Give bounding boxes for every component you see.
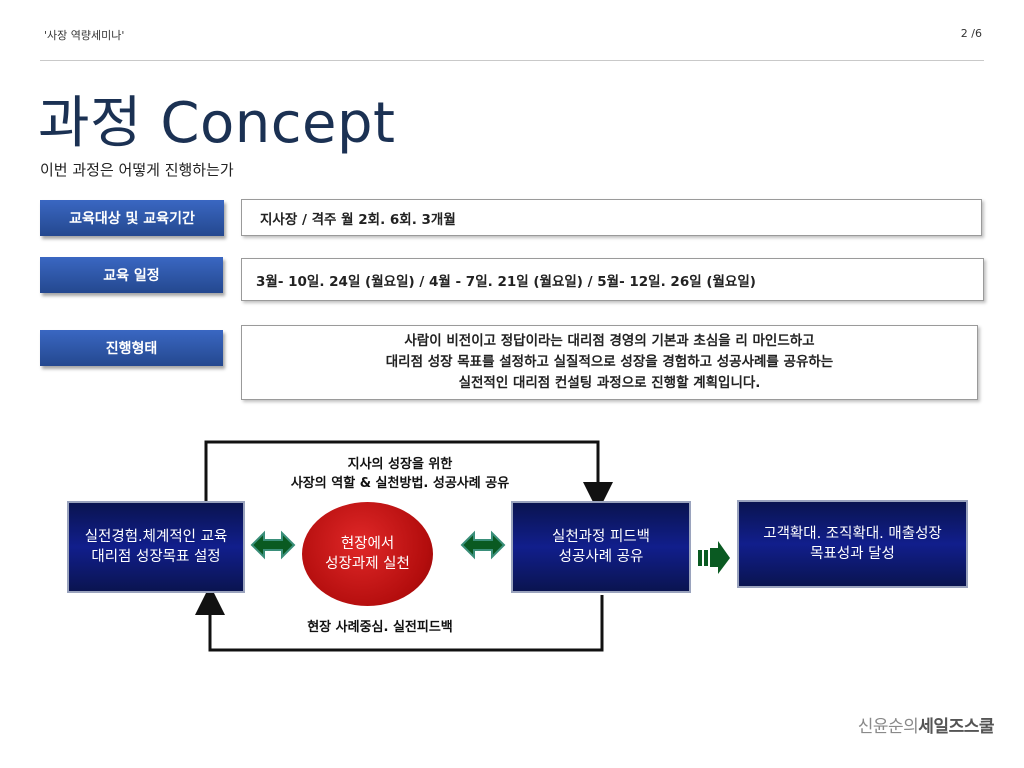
- header-divider: [40, 60, 984, 61]
- double-arrow-left-icon: [250, 530, 296, 560]
- footer-logo-name: 신윤순의: [857, 717, 919, 737]
- header-seminar-name: '사장 역량세미나': [44, 29, 125, 42]
- loop-top-line-1: 지사의 성장을 위한: [347, 457, 453, 472]
- format-line-1: 사람이 비전이고 정답이라는 대리점 경영의 기본과 초심을 리 마인드하고: [404, 333, 815, 349]
- page-title: 과정 Concept: [38, 91, 396, 156]
- box-training-line-2: 대리점 성장목표 설정: [91, 549, 221, 565]
- loop-top-label: 지사의 성장을 위한 사장의 역할 & 실천방법. 성공사례 공유: [250, 455, 550, 493]
- format-line-2: 대리점 성장 목표를 설정하고 실질적으로 성장을 경험하고 성공사례를 공유하…: [385, 354, 834, 370]
- footer-logo-school: 세일즈스쿨: [918, 717, 994, 737]
- double-arrow-right-icon: [460, 530, 506, 560]
- footer-logo: 신윤순의세일즈스쿨: [857, 712, 995, 737]
- box-outcome-line-1: 고객확대. 조직확대. 매출성장: [763, 526, 942, 542]
- loop-top-line-2: 사장의 역할 & 실천방법. 성공사례 공유: [290, 476, 510, 491]
- ellipse-line-2: 성장과제 실천: [325, 556, 410, 572]
- label-target-period: 교육대상 및 교육기간: [40, 200, 224, 236]
- ellipse-field-practice: 현장에서 성장과제 실천: [302, 502, 433, 606]
- box-feedback-line-2: 성공사례 공유: [558, 549, 644, 565]
- ellipse-line-1: 현장에서: [340, 536, 395, 552]
- bottom-loop-line: [195, 585, 604, 652]
- box-feedback: 실천과정 피드백 성공사례 공유: [511, 501, 691, 593]
- box-training: 실전경험.체계적인 교육 대리점 성장목표 설정: [67, 501, 245, 593]
- value-schedule: 3월- 10일. 24일 (월요일) / 4월 - 7일. 21일 (월요일) …: [241, 258, 984, 301]
- box-outcome-line-2: 목표성과 달성: [810, 546, 895, 562]
- value-format: 사람이 비전이고 정답이라는 대리점 경영의 기본과 초심을 리 마인드하고 대…: [241, 325, 978, 400]
- format-line-3: 실전적인 대리점 컨설팅 과정으로 진행할 계획입니다.: [458, 375, 761, 391]
- loop-bottom-label: 현장 사례중심. 실전피드백: [307, 620, 453, 635]
- box-outcome: 고객확대. 조직확대. 매출성장 목표성과 달성: [737, 500, 968, 588]
- box-training-line-1: 실전경험.체계적인 교육: [84, 529, 228, 545]
- box-feedback-line-1: 실천과정 피드백: [552, 529, 650, 545]
- arrow-right-icon: [698, 541, 730, 574]
- value-target-period: 지사장 / 격주 월 2회. 6회. 3개월: [241, 199, 982, 236]
- label-format: 진행형태: [40, 330, 223, 366]
- top-loop-line: [204, 440, 613, 512]
- page-number: 2 /6: [960, 27, 982, 40]
- page-subtitle: 이번 과정은 어떻게 진행하는가: [40, 161, 234, 179]
- label-schedule: 교육 일정: [40, 257, 223, 293]
